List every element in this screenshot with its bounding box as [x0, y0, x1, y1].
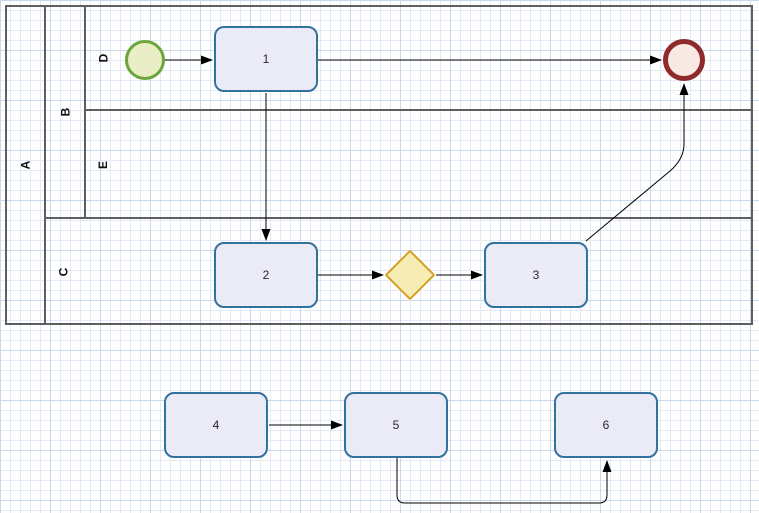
task-2-label: 2 — [262, 268, 270, 282]
pool-a-label: A — [17, 160, 32, 170]
lane-b-label-divider — [84, 5, 86, 218]
start-event-circle[interactable] — [125, 40, 165, 80]
task-2[interactable]: 2 — [214, 242, 318, 308]
task-5-label: 5 — [392, 418, 400, 432]
lane-e-label-cell[interactable]: E — [86, 111, 120, 218]
pool-a[interactable] — [5, 5, 753, 325]
lane-d-label: D — [95, 53, 110, 62]
flow-task5-to-task6[interactable] — [396, 458, 612, 504]
lane-d-e-divider — [84, 109, 753, 111]
lane-c-label: C — [55, 267, 70, 277]
task-1-label: 1 — [262, 52, 270, 66]
task-5[interactable]: 5 — [344, 392, 448, 458]
end-event-circle[interactable] — [663, 39, 705, 81]
task-3-label: 3 — [532, 268, 540, 282]
task-1[interactable]: 1 — [214, 26, 318, 92]
lane-b-label: B — [57, 107, 72, 116]
task-6-label: 6 — [602, 418, 610, 432]
task-4-label: 4 — [212, 418, 220, 432]
lane-c-label-cell[interactable]: C — [45, 219, 81, 325]
task-3[interactable]: 3 — [484, 242, 588, 308]
lane-b-label-cell[interactable]: B — [45, 5, 85, 218]
task-6[interactable]: 6 — [554, 392, 658, 458]
flow-task3-to-end[interactable] — [585, 83, 689, 242]
lane-d-label-cell[interactable]: D — [86, 5, 120, 110]
task-4[interactable]: 4 — [164, 392, 268, 458]
pool-a-label-cell[interactable]: A — [5, 5, 45, 325]
lane-b-c-divider — [44, 217, 753, 219]
lane-e-label: E — [95, 160, 110, 169]
pool-label-divider — [44, 5, 46, 325]
